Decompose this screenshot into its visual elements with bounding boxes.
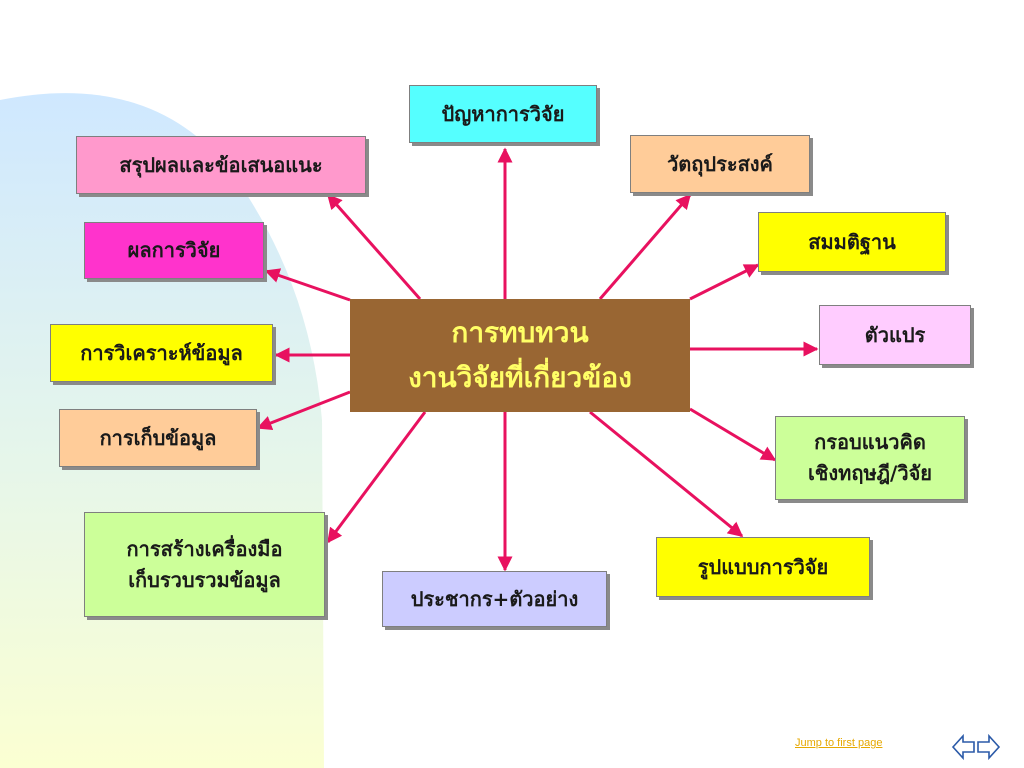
node-variables: ตัวแปร xyxy=(819,305,971,365)
arrow-to-framework xyxy=(689,407,777,462)
center-topic-line2: งานวิจัยที่เกี่ยวข้อง xyxy=(408,360,632,394)
node-research-problem: ปัญหาการวิจัย xyxy=(409,85,597,143)
node-conclusion: สรุปผลและข้อเสนอแนะ xyxy=(76,136,366,194)
node-data-analysis: การวิเคราะห์ข้อมูล xyxy=(50,324,273,382)
node-instrument: การสร้างเครื่องมือ เก็บรวบรวมข้อมูล xyxy=(84,512,325,617)
arrow-to-design xyxy=(589,410,744,538)
arrow-to-results xyxy=(264,268,351,302)
node-research-design: รูปแบบการวิจัย xyxy=(656,537,870,597)
node-data-collection-label: การเก็บข้อมูล xyxy=(99,425,217,450)
node-framework: กรอบแนวคิด เชิงทฤษฎี/วิจัย xyxy=(775,416,965,500)
node-framework-line1: กรอบแนวคิด xyxy=(814,430,926,454)
node-research-results: ผลการวิจัย xyxy=(84,222,264,279)
center-topic-box: การทบทวน งานวิจัยที่เกี่ยวข้อง xyxy=(350,299,690,412)
arrow-to-objectives xyxy=(598,193,692,300)
node-research-problem-label: ปัญหาการวิจัย xyxy=(441,101,565,126)
node-variables-label: ตัวแปร xyxy=(864,322,926,347)
node-framework-line2: เชิงทฤษฎี/วิจัย xyxy=(807,461,933,485)
node-instrument-line2: เก็บรวบรวมข้อมูล xyxy=(128,567,281,592)
center-topic-line1: การทบทวน xyxy=(451,315,589,349)
node-research-results-label: ผลการวิจัย xyxy=(127,238,221,262)
node-hypothesis-label: สมมติฐาน xyxy=(808,229,896,254)
node-population-sample: ประชากร+ตัวอย่าง xyxy=(382,571,607,627)
node-research-design-label: รูปแบบการวิจัย xyxy=(697,554,829,579)
node-data-analysis-label: การวิเคราะห์ข้อมูล xyxy=(80,340,243,365)
arrow-to-collection xyxy=(256,390,351,431)
jump-to-first-page-link[interactable]: Jump to first page xyxy=(795,737,883,749)
node-instrument-line1: การสร้างเครื่องมือ xyxy=(126,536,283,561)
arrow-to-hypothesis xyxy=(689,263,760,301)
node-population-sample-label: ประชากร+ตัวอย่าง xyxy=(410,586,579,611)
arrow-to-instrument xyxy=(326,411,427,544)
node-conclusion-label: สรุปผลและข้อเสนอแนะ xyxy=(119,152,323,177)
double-arrow-left-right-icon[interactable] xyxy=(950,732,1002,762)
node-objectives-label: วัตถุประสงค์ xyxy=(667,151,773,176)
node-objectives: วัตถุประสงค์ xyxy=(630,135,810,193)
node-data-collection: การเก็บข้อมูล xyxy=(59,409,257,467)
arrow-to-conclusion xyxy=(326,193,422,300)
node-hypothesis: สมมติฐาน xyxy=(758,212,946,272)
